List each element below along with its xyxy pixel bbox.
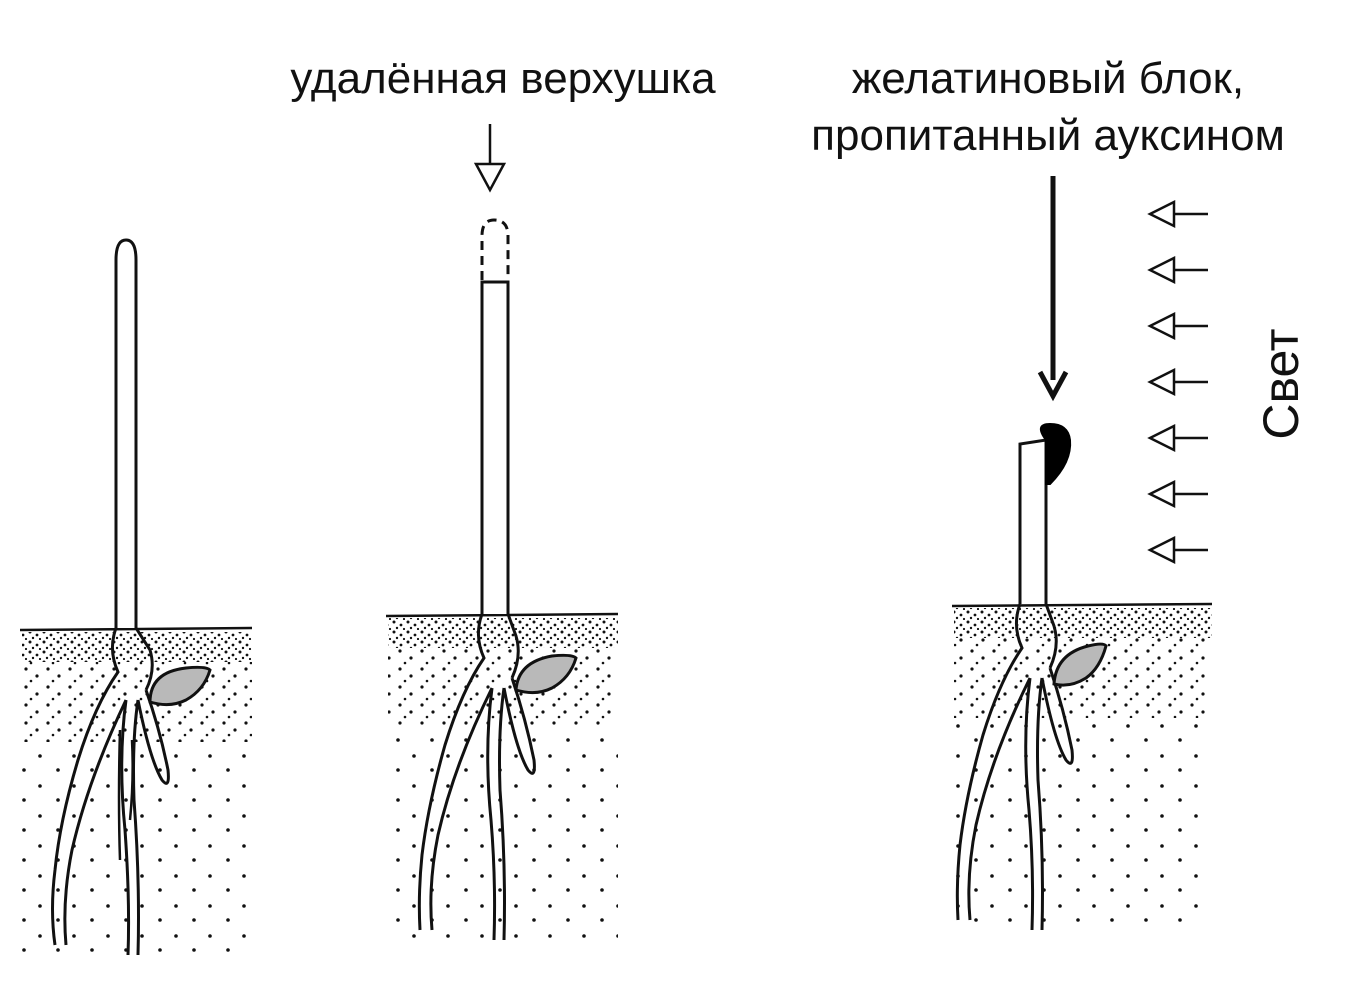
label-light: Свет	[1253, 328, 1309, 439]
arrow-left-icon	[1147, 311, 1208, 341]
label-removed-tip: удалённая верхушка	[290, 54, 716, 103]
arrow-left-icon	[1147, 255, 1208, 285]
seed-leaf	[514, 653, 578, 695]
cut-coleoptile	[1018, 438, 1048, 604]
seedling-tip-removed	[385, 124, 619, 941]
soil-block	[19, 626, 253, 952]
seed-leaf	[148, 665, 212, 707]
seed-leaf	[1052, 642, 1108, 687]
light-arrows	[1147, 199, 1208, 565]
arrow-left-icon	[1147, 367, 1208, 397]
label-gelatin-line2: пропитанный ауксином	[811, 111, 1285, 160]
soil-block	[951, 602, 1213, 928]
label-gelatin-line1: желатиновый блок,	[852, 54, 1244, 103]
arrow-left-icon	[1147, 199, 1208, 229]
gelatin-arrow	[1037, 176, 1069, 402]
seed-and-roots	[51, 627, 212, 956]
seedling-gelatin-block	[951, 176, 1213, 931]
seedling-intact	[19, 238, 253, 956]
arrow-left-icon	[1147, 479, 1208, 509]
gelatin-block	[1039, 422, 1072, 485]
seed-and-roots	[417, 613, 578, 941]
cut-coleoptile	[480, 280, 510, 614]
seed-and-roots	[955, 603, 1108, 931]
removed-tip-arrow	[473, 124, 507, 193]
arrow-left-icon	[1147, 535, 1208, 565]
removed-tip-outline	[480, 218, 510, 280]
coleoptile	[114, 238, 138, 628]
arrow-left-icon	[1147, 423, 1208, 453]
